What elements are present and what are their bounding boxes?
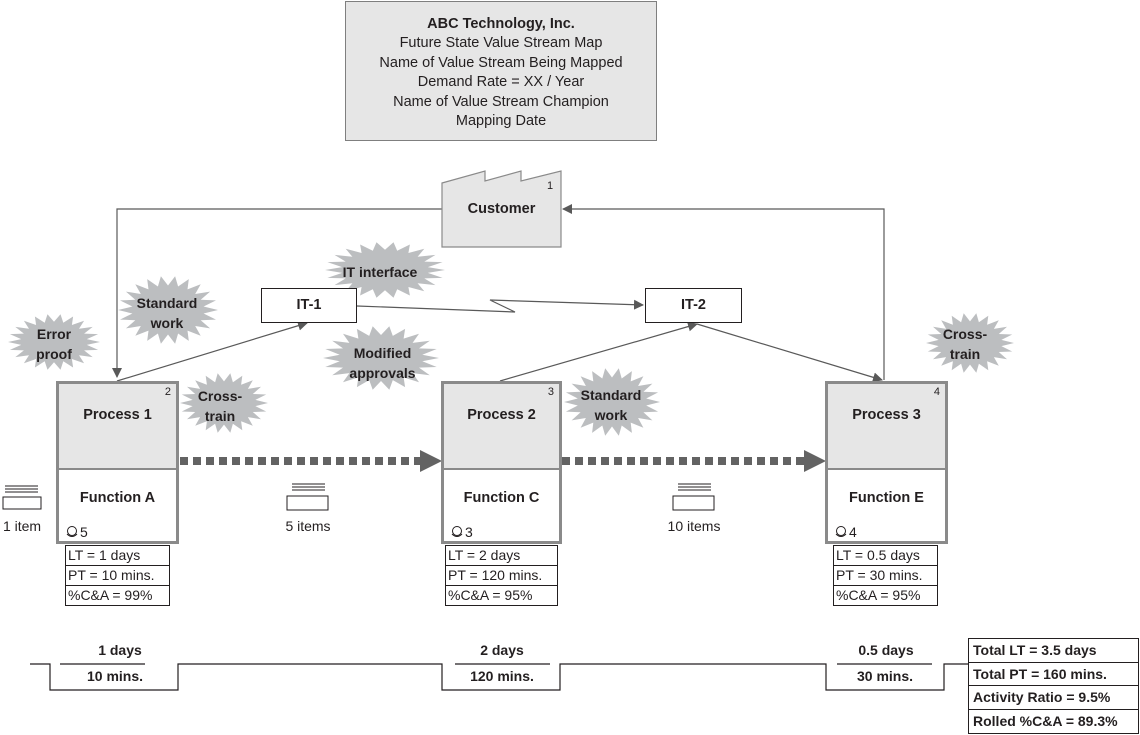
process-name: Process 1 (83, 407, 152, 423)
timeline-lead-3: 0.5 days (858, 642, 914, 658)
timeline-ladder (30, 663, 968, 691)
timeline-lead-1: 1 days (98, 642, 142, 658)
customer-number: 1 (547, 180, 554, 192)
timeline-lead-2: 2 days (480, 642, 524, 658)
process-time: PT = 120 mins. (446, 566, 557, 586)
process3-to-customer-flow (562, 204, 885, 380)
kaizen-burst-layer (8, 242, 1014, 436)
inventory-icon (672, 483, 715, 511)
kaizen-burst-icon (325, 242, 445, 298)
inventory-icon (2, 485, 42, 510)
mapping-date: Mapping Date (455, 113, 547, 130)
process-name: Process 2 (467, 407, 536, 423)
customer-factory-icon (441, 170, 562, 248)
timeline-process-3: 30 mins. (856, 668, 914, 684)
total-process-time: Total PT = 160 mins. (969, 663, 1138, 686)
kaizen-it-interface: IT interface (342, 264, 418, 280)
inventory-label-1: 1 item (2, 518, 42, 534)
data-box-3: LT = 0.5 days PT = 30 mins. %C&A = 95% (833, 545, 938, 606)
function-name: Function C (463, 490, 540, 506)
it-2-box: IT-2 (645, 288, 742, 323)
title-block: ABC Technology, Inc. Future State Value … (345, 1, 657, 141)
activity-ratio: Activity Ratio = 9.5% (969, 686, 1138, 710)
kaizen-burst-icon (180, 373, 268, 433)
rolled-percent-ca: Rolled %C&A = 89.3% (973, 712, 1118, 729)
demand-rate: Demand Rate = XX / Year (417, 74, 585, 91)
percent-ca: %C&A = 95% (448, 587, 533, 603)
operator-count: 3 (465, 524, 473, 540)
operator-icon (451, 526, 463, 537)
process-number: 3 (547, 386, 554, 398)
kaizen-burst-icon (564, 368, 660, 436)
inventory-label-3: 10 items (667, 518, 721, 534)
kaizen-cross-train-1: Cross-train (197, 388, 243, 424)
percent-ca: %C&A = 99% (68, 587, 153, 603)
operator-icon (835, 526, 847, 537)
inventory-icon (286, 483, 329, 511)
lead-time: LT = 2 days (446, 546, 557, 566)
customer-to-process1-flow (112, 208, 443, 378)
kaizen-burst-icon (8, 314, 100, 370)
timeline-process-2: 120 mins. (470, 668, 534, 684)
it1-to-it2-electronic-flow (356, 299, 644, 313)
company-name: ABC Technology, Inc. (427, 16, 575, 32)
function-name: Function A (79, 490, 156, 506)
value-stream-name: Name of Value Stream Being Mapped (379, 54, 623, 71)
timeline-summary-box: Total LT = 3.5 days Total PT = 160 mins.… (968, 638, 1139, 734)
customer-label: Customer (467, 201, 536, 217)
map-type: Future State Value Stream Map (399, 35, 603, 52)
push-arrow-2 (562, 450, 826, 472)
process-time: PT = 10 mins. (66, 566, 169, 586)
function-name: Function E (849, 490, 924, 506)
process-name: Process 3 (852, 407, 921, 423)
operator-count: 5 (80, 524, 88, 540)
process-box-2: Process 2 3 Function C 3 (441, 381, 562, 544)
kaizen-cross-train-2: Cross-train (942, 326, 988, 362)
value-stream-champion: Name of Value Stream Champion (393, 93, 609, 110)
operator-icon (66, 526, 78, 537)
kaizen-burst-icon (323, 326, 439, 390)
process-box-1: Process 1 2 Function A 5 (56, 381, 179, 544)
process-time: PT = 30 mins. (834, 566, 937, 586)
percent-ca: %C&A = 95% (836, 587, 921, 603)
it2-to-process3-flow (696, 323, 883, 383)
process-number: 4 (933, 386, 940, 398)
total-lead-time: Total LT = 3.5 days (969, 639, 1138, 663)
process2-to-it2-flow (499, 321, 698, 382)
inventory-label-2: 5 items (285, 518, 331, 534)
push-arrow-1 (180, 450, 442, 472)
process-number: 2 (164, 386, 171, 398)
it-1-box: IT-1 (261, 288, 357, 323)
operator-count: 4 (849, 524, 857, 540)
lead-time: LT = 1 days (66, 546, 169, 566)
process1-to-it1-flow (116, 320, 308, 382)
data-box-2: LT = 2 days PT = 120 mins. %C&A = 95% (445, 545, 558, 606)
timeline-process-1: 10 mins. (86, 668, 144, 684)
lead-time: LT = 0.5 days (834, 546, 937, 566)
data-box-1: LT = 1 days PT = 10 mins. %C&A = 99% (65, 545, 170, 606)
process-box-3: Process 3 4 Function E 4 (825, 381, 948, 544)
kaizen-burst-icon (118, 276, 218, 344)
kaizen-burst-icon (926, 313, 1014, 373)
